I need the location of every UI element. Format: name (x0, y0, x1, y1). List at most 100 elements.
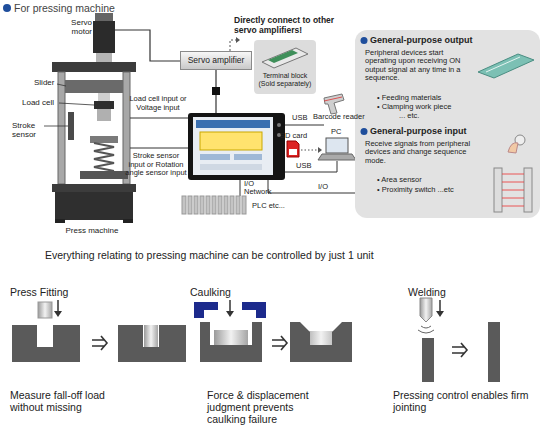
screen-button (200, 154, 230, 160)
part-name: Servo motor (64, 18, 92, 36)
plc-slat (230, 196, 234, 214)
die-plate (90, 136, 118, 143)
caulking-tool (194, 302, 218, 318)
controller-key (277, 123, 281, 127)
work-block (290, 322, 352, 362)
bullet-item: • Proximity switch ...etc (377, 186, 454, 194)
title-bullet (3, 4, 11, 12)
diagram-title: For pressing machine (14, 2, 115, 14)
signal-name: Load cell input or Voltage input (126, 95, 190, 112)
stroke-sensor (68, 112, 74, 140)
device-name: SD card (280, 132, 307, 141)
panel-heading: General-purpose output (370, 35, 473, 45)
work-bar (422, 338, 434, 382)
panel-heading: General-purpose input (370, 126, 467, 136)
box-label: Servo amplifier (181, 56, 251, 66)
port-name: USB (292, 114, 307, 123)
foot (55, 219, 65, 223)
pc-screen (326, 138, 348, 153)
weld-arc (418, 326, 434, 333)
work-bar (488, 322, 500, 382)
input-wire (130, 118, 188, 119)
dotted-arrow (301, 150, 318, 151)
section-caption: Measure fall-off load without missing (10, 389, 140, 413)
bolster (80, 171, 128, 179)
plc-slat (242, 196, 246, 214)
section-caption: Pressing control enables firm jointing (393, 389, 543, 413)
part-name: Load cell (22, 98, 54, 107)
base-plate (52, 184, 136, 192)
connector-symbol (212, 87, 220, 95)
caulking-tool (242, 302, 266, 318)
sd-card-label (289, 149, 297, 155)
motor-cable (115, 30, 180, 61)
controller (188, 113, 285, 180)
plc-slat (200, 196, 204, 214)
work-block (200, 322, 262, 362)
summary-text: Everything relating to pressing machine … (45, 249, 374, 261)
bullet-item: ... etc. (399, 112, 419, 120)
section-heading: Caulking (190, 286, 231, 298)
press-arrow (229, 300, 231, 312)
column (58, 72, 65, 184)
arrow-head (226, 311, 234, 317)
servo-motor (93, 21, 115, 53)
device-name: Barcode reader (313, 113, 365, 122)
pin (144, 325, 158, 347)
part-name: Press machine (52, 226, 132, 235)
leader-line (59, 103, 94, 105)
dashed-arrow (230, 40, 236, 51)
work-block (12, 325, 80, 362)
arrow-head (54, 311, 62, 317)
bullet-item: • Clamping work piece (377, 103, 451, 111)
pc-base (318, 154, 356, 160)
signal-name: Stroke sensor input or Rotation angle se… (124, 152, 188, 178)
panel-body: Peripheral devices start operating upon … (365, 49, 473, 83)
usb-wire (285, 125, 324, 126)
input-wire (130, 148, 188, 149)
plc-slat (224, 196, 228, 214)
leader-line (57, 84, 66, 86)
arrow-head (236, 37, 240, 43)
port-name: I/O (318, 183, 328, 192)
foot (123, 219, 133, 223)
plc-slat (218, 196, 222, 214)
device-name: PLC etc... (252, 202, 285, 211)
plc-slat (212, 196, 216, 214)
network-wire (240, 180, 241, 196)
plc-slat (236, 196, 240, 214)
port-name: USB (296, 162, 311, 171)
arrow-head (318, 147, 322, 153)
scanner-beam (324, 97, 342, 101)
plc-slat (194, 196, 198, 214)
screen-button (234, 154, 262, 160)
part-name: Stroke sensor (12, 121, 46, 139)
press-arrow (439, 300, 441, 312)
top-plate (52, 62, 136, 72)
part-name: Slider (34, 78, 54, 87)
port-name: Network (244, 188, 272, 197)
io-wire (268, 180, 355, 193)
double-arrow (452, 343, 467, 357)
press-arrow (57, 300, 59, 312)
bullet-item: • Feeding materials (377, 94, 441, 102)
screen-bar (200, 164, 262, 170)
controller-screen (193, 117, 273, 175)
tool (97, 109, 111, 121)
double-arrow (272, 336, 287, 350)
device-box: Servo amplifier (180, 51, 252, 70)
double-arrow (92, 336, 107, 350)
sd-card (287, 141, 299, 157)
pin (38, 302, 52, 318)
info-panel: General-purpose outputPeripheral devices… (355, 30, 540, 218)
terminal-tag (254, 40, 316, 94)
part-name: Terminal block (Sold separately) (254, 72, 316, 88)
base (55, 192, 133, 220)
section-heading: Press Fitting (10, 286, 68, 298)
note-text: Directly connect to other servo amplifie… (234, 16, 352, 36)
electrode (420, 298, 432, 322)
motor-coupling (96, 53, 112, 62)
work-block (118, 325, 186, 362)
ram (98, 93, 110, 101)
